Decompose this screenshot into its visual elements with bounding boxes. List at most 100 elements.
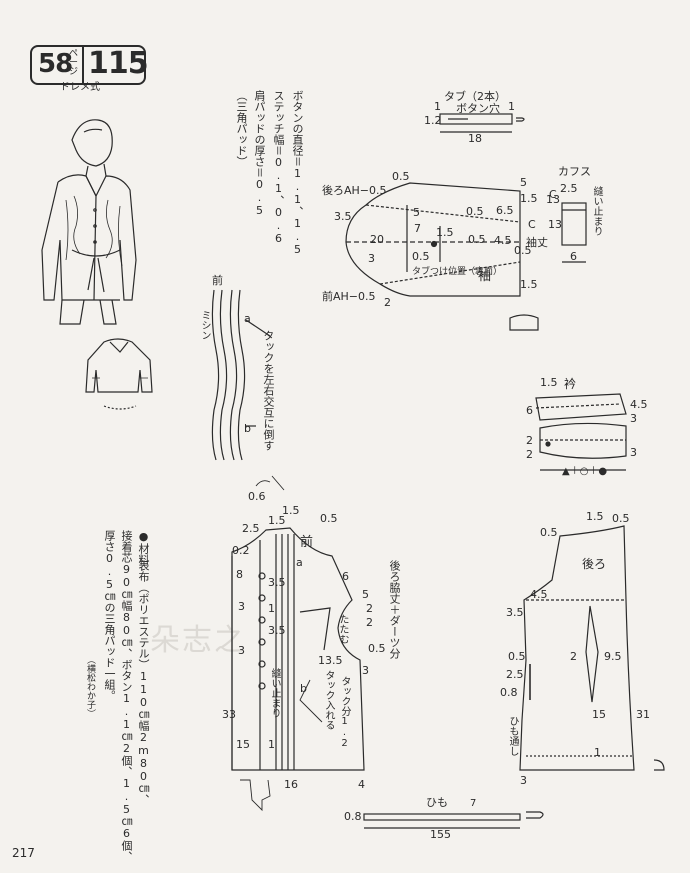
svg-text:3.5: 3.5 bbox=[268, 624, 286, 637]
cuff-dim-c: C bbox=[549, 188, 557, 201]
svg-text:7: 7 bbox=[414, 222, 421, 235]
back-body-dims: 0.5 1.5 0.5 4.5 3.5 2 9.5 0.5 2.5 0.8 15… bbox=[500, 510, 650, 787]
footer-page-number: 217 bbox=[12, 846, 35, 860]
svg-text:3.5: 3.5 bbox=[506, 606, 524, 619]
page-header-badge: 58 ページ 115 bbox=[30, 45, 149, 85]
note-pad-type: （三角パッド） bbox=[235, 90, 248, 167]
sleeve-tab-position: タブつけ位置（裏面） bbox=[412, 265, 502, 277]
front-sew-stop: 縫い止まり bbox=[269, 668, 280, 718]
svg-text:6: 6 bbox=[342, 570, 349, 583]
sleeve-dims: 0.5 3.5 20 3 5 7 1.5 0.5 0.5 6.5 0.5 4.5… bbox=[334, 170, 560, 309]
svg-text:0.5: 0.5 bbox=[514, 244, 532, 257]
svg-text:0.5: 0.5 bbox=[368, 642, 386, 655]
svg-text:8: 8 bbox=[236, 568, 243, 581]
svg-text:1.5: 1.5 bbox=[540, 376, 558, 389]
header-style-name: ドレメ式 bbox=[60, 82, 100, 93]
tab-dim-height: 1.2 bbox=[424, 114, 442, 127]
tuck-mark-a: a bbox=[244, 312, 251, 325]
svg-text:C: C bbox=[528, 218, 536, 231]
watermark-text: 朵志之 bbox=[150, 623, 246, 658]
cuff-piece bbox=[561, 202, 587, 263]
svg-text:3.5: 3.5 bbox=[268, 576, 286, 589]
tuck-stitch-label: ミシン bbox=[199, 310, 210, 340]
collar-piece bbox=[535, 393, 627, 471]
svg-text:3: 3 bbox=[238, 600, 245, 613]
svg-text:2: 2 bbox=[366, 616, 373, 629]
collar-label: 衿 bbox=[564, 376, 576, 391]
svg-text:2.5: 2.5 bbox=[242, 522, 260, 535]
svg-text:2: 2 bbox=[570, 650, 577, 663]
cuff-title: カフス bbox=[558, 165, 591, 178]
svg-text:31: 31 bbox=[636, 708, 650, 721]
note-button-diameter: ボタンの直径＝1.1、1.5 bbox=[291, 90, 304, 256]
materials-line2: 接着芯90㎝幅80㎝、ボタン1.1㎝2個、1.5㎝6個、 bbox=[120, 530, 133, 862]
note-pad-thickness: 肩パッドの厚さ＝0.5 bbox=[253, 90, 266, 217]
back-view-illustration bbox=[85, 338, 153, 410]
cuff-dim-top: 2.5 bbox=[560, 182, 578, 195]
back-tie-through: ひも通し bbox=[507, 716, 518, 756]
svg-text:2: 2 bbox=[384, 296, 391, 309]
front-mark-a: a bbox=[296, 556, 303, 569]
svg-text:0.5: 0.5 bbox=[320, 512, 338, 525]
front-mark-b: b bbox=[300, 682, 307, 695]
svg-text:16: 16 bbox=[284, 778, 298, 791]
svg-text:0.5: 0.5 bbox=[540, 526, 558, 539]
svg-text:3: 3 bbox=[630, 446, 637, 459]
fashion-illustration bbox=[41, 119, 137, 325]
svg-text:20: 20 bbox=[370, 233, 384, 246]
svg-text:1.5: 1.5 bbox=[268, 514, 286, 527]
tie-dim-small: 7 bbox=[470, 798, 476, 809]
svg-text:13: 13 bbox=[546, 193, 560, 206]
front-tuck-insert: タック入れる bbox=[323, 670, 334, 730]
svg-text:2: 2 bbox=[526, 448, 533, 461]
tab-piece bbox=[439, 113, 525, 133]
front-body-label: 前 bbox=[300, 534, 313, 550]
sleeve-back-ah: 後ろAH−0.5 bbox=[322, 183, 387, 197]
materials-heading: ●材料 bbox=[137, 530, 150, 565]
svg-text:4.5: 4.5 bbox=[530, 588, 548, 601]
svg-text:0.5: 0.5 bbox=[466, 205, 484, 218]
front-fold-label: たたむ bbox=[337, 614, 348, 644]
svg-text:0.5: 0.5 bbox=[392, 170, 410, 183]
back-body-label: 後ろ bbox=[582, 557, 606, 571]
svg-text:3: 3 bbox=[630, 412, 637, 425]
note-stitch-width: ステッチ幅＝0.1、0.6 bbox=[272, 90, 285, 245]
svg-text:3: 3 bbox=[368, 252, 375, 265]
svg-text:1.5: 1.5 bbox=[586, 510, 604, 523]
svg-text:0.8: 0.8 bbox=[500, 686, 518, 699]
svg-text:3.5: 3.5 bbox=[334, 210, 352, 223]
materials-credit: （横松わか子） bbox=[85, 655, 95, 718]
front-side-note: 後ろ脇丈＋ダーツ分 bbox=[388, 560, 401, 659]
svg-text:2: 2 bbox=[366, 602, 373, 615]
sleeve-piece bbox=[345, 182, 539, 331]
svg-text:1: 1 bbox=[268, 738, 275, 751]
svg-text:1.5: 1.5 bbox=[520, 192, 538, 205]
svg-text:6: 6 bbox=[526, 404, 533, 417]
svg-text:0.6: 0.6 bbox=[248, 490, 266, 503]
svg-text:3: 3 bbox=[238, 644, 245, 657]
tuck-detail bbox=[211, 289, 271, 461]
tuck-front-label: 前 bbox=[212, 273, 223, 287]
svg-text:1.5: 1.5 bbox=[436, 226, 454, 239]
header-page-number: 58 bbox=[38, 49, 73, 79]
svg-text:2.5: 2.5 bbox=[506, 668, 524, 681]
tie-dim-width: 155 bbox=[430, 828, 451, 841]
tie-label: ひも bbox=[426, 796, 448, 809]
svg-text:1.5: 1.5 bbox=[282, 504, 300, 517]
collar-legend: ▲＋○＋● bbox=[562, 466, 607, 477]
svg-text:5: 5 bbox=[413, 206, 420, 219]
svg-text:9.5: 9.5 bbox=[604, 650, 622, 663]
svg-text:5: 5 bbox=[362, 588, 369, 601]
svg-text:15: 15 bbox=[592, 708, 606, 721]
back-body-piece bbox=[519, 525, 665, 771]
tab-dim-end-left: 1 bbox=[434, 100, 441, 113]
tab-dim-end-right: 1 bbox=[508, 100, 515, 113]
svg-text:4.5: 4.5 bbox=[494, 234, 512, 247]
svg-text:0.5: 0.5 bbox=[468, 233, 486, 246]
header-divider bbox=[82, 47, 84, 83]
front-body-piece bbox=[231, 475, 365, 812]
materials-line1: 表布（ポリエステル）110㎝幅2m80㎝、 bbox=[137, 560, 150, 805]
cuff-sew-label: 縫い止まり bbox=[591, 186, 602, 236]
sleeve-label: 袖 bbox=[478, 269, 491, 284]
